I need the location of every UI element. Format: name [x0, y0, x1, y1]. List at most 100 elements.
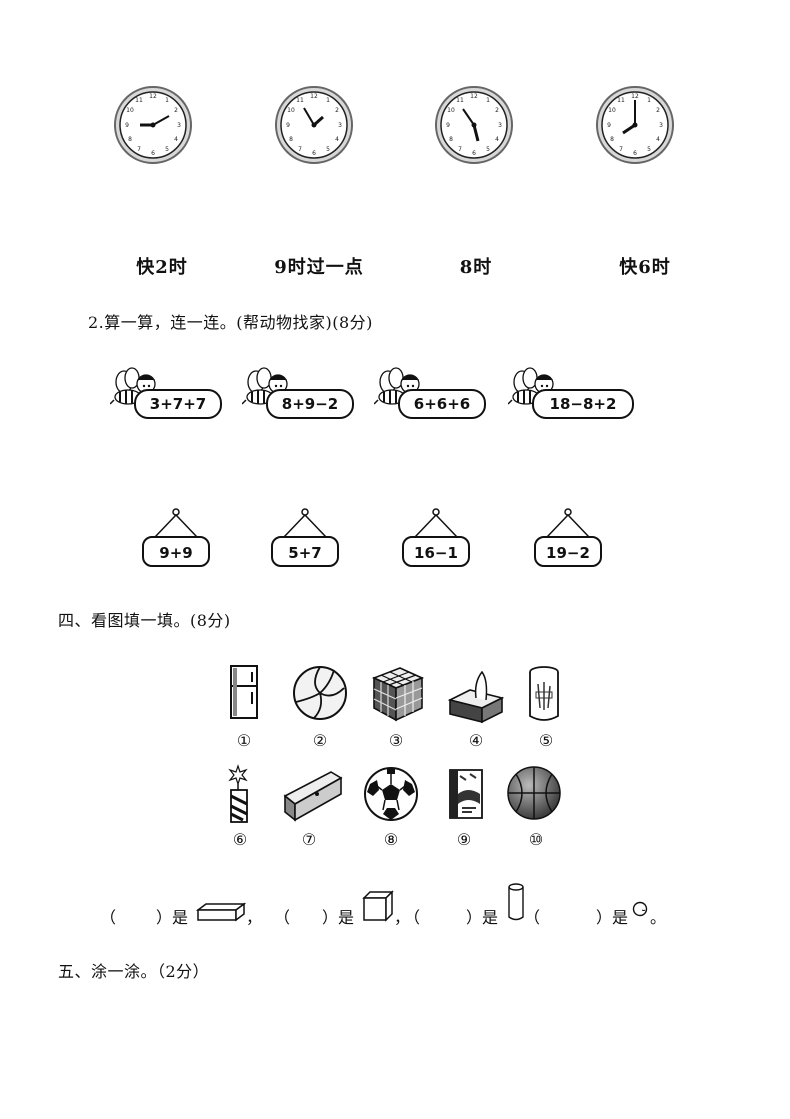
svg-text:12: 12 — [470, 93, 478, 100]
cylinder-shape-icon — [506, 882, 526, 926]
house-expression: 19−2 — [546, 544, 590, 562]
blank-2[interactable]: （ ）是 — [274, 904, 354, 928]
object-number-2: ② — [312, 731, 328, 750]
svg-text:7: 7 — [458, 146, 462, 153]
svg-text:2: 2 — [335, 107, 339, 114]
svg-text:11: 11 — [135, 97, 143, 104]
volleyball-icon — [290, 664, 350, 724]
blank-1-open: （ — [100, 908, 117, 927]
svg-text:6: 6 — [312, 150, 316, 157]
svg-text:5: 5 — [647, 146, 651, 153]
svg-text:10: 10 — [608, 107, 616, 114]
house-card-2[interactable]: 5+7 — [270, 506, 340, 576]
svg-text:1: 1 — [486, 97, 490, 104]
svg-text:2: 2 — [656, 107, 660, 114]
section-4-title: 四、看图填一填。(8分) — [58, 611, 231, 630]
house-sign-icon — [142, 508, 210, 567]
object-number-1: ① — [236, 731, 252, 750]
rubiks-cube-icon — [366, 664, 426, 724]
blank-3[interactable]: （）是 — [404, 904, 498, 928]
blank-4-open: （ — [524, 908, 541, 927]
object-number-4: ④ — [468, 731, 484, 750]
basketball-icon — [504, 764, 564, 824]
svg-text:4: 4 — [495, 136, 499, 143]
svg-text:6: 6 — [633, 150, 637, 157]
svg-text:3: 3 — [338, 122, 342, 129]
bee-card-3[interactable]: 6+6+6 — [374, 366, 492, 422]
blank-4[interactable]: （ ）是 — [524, 904, 628, 928]
house-expression: 16−1 — [414, 544, 458, 562]
svg-text:2: 2 — [174, 107, 178, 114]
bee-expression: 6+6+6 — [398, 389, 486, 419]
cube-shape-icon — [362, 890, 394, 926]
can-icon — [514, 664, 574, 724]
svg-text:3: 3 — [659, 122, 663, 129]
soccer-ball-icon — [361, 764, 421, 824]
svg-text:7: 7 — [137, 146, 141, 153]
house-expression: 5+7 — [288, 544, 322, 562]
blank-2-close: ）是 — [322, 908, 355, 927]
clock-label-1: 快2时 — [136, 257, 188, 278]
svg-text:11: 11 — [296, 97, 304, 104]
object-number-6: ⑥ — [232, 830, 248, 849]
bee-expression: 8+9−2 — [266, 389, 354, 419]
svg-text:4: 4 — [656, 136, 660, 143]
svg-text:8: 8 — [128, 136, 132, 143]
svg-text:8: 8 — [289, 136, 293, 143]
svg-text:12: 12 — [149, 93, 157, 100]
clock-label-3: 8时 — [459, 257, 493, 278]
pencil-case-icon — [281, 764, 343, 824]
svg-text:8: 8 — [610, 136, 614, 143]
object-number-8: ⑧ — [383, 830, 399, 849]
object-number-5: ⑤ — [538, 731, 554, 750]
fill-end-period: 。 — [650, 908, 667, 927]
blank-1-close: ）是 — [156, 908, 189, 927]
svg-text:7: 7 — [619, 146, 623, 153]
svg-text:9: 9 — [446, 122, 450, 129]
svg-text:9: 9 — [286, 122, 290, 129]
object-number-7: ⑦ — [301, 830, 317, 849]
separator-1: ， — [246, 908, 263, 927]
svg-text:2: 2 — [495, 107, 499, 114]
svg-text:6: 6 — [151, 150, 155, 157]
bee-expression: 3+7+7 — [134, 389, 222, 419]
svg-text:12: 12 — [631, 93, 639, 100]
svg-text:5: 5 — [165, 146, 169, 153]
svg-text:10: 10 — [447, 107, 455, 114]
clock-label-4: 快6时 — [619, 257, 671, 278]
house-sign-icon — [402, 508, 470, 567]
house-card-1[interactable]: 9+9 — [141, 506, 211, 576]
svg-text:5: 5 — [326, 146, 330, 153]
bee-card-2[interactable]: 8+9−2 — [242, 366, 360, 422]
object-number-3: ③ — [388, 731, 404, 750]
house-card-4[interactable]: 19−2 — [533, 506, 603, 576]
svg-text:1: 1 — [647, 97, 651, 104]
section-2-title: 2.算一算，连一连。(帮动物找家)(8分) — [88, 313, 373, 332]
cylinder-box-icon — [436, 764, 496, 824]
svg-text:12: 12 — [310, 93, 318, 100]
bee-card-4[interactable]: 18−8+2 — [508, 366, 634, 422]
svg-text:9: 9 — [125, 122, 129, 129]
firecracker-icon — [210, 764, 270, 824]
svg-text:11: 11 — [617, 97, 625, 104]
section-5-title: 五、涂一涂。（2分） — [58, 962, 210, 981]
separator-2: ， — [394, 908, 411, 927]
svg-text:5: 5 — [486, 146, 490, 153]
clock-label-2: 9时过一点 — [274, 257, 364, 278]
svg-text:1: 1 — [326, 97, 330, 104]
blank-1[interactable]: （ ）是 — [100, 904, 188, 928]
refrigerator-icon — [214, 664, 274, 724]
svg-text:6: 6 — [472, 150, 476, 157]
house-expression: 9+9 — [159, 544, 193, 562]
blank-4-close: ）是 — [596, 908, 629, 927]
bee-card-1[interactable]: 3+7+7 — [110, 366, 228, 422]
house-card-3[interactable]: 16−1 — [401, 506, 471, 576]
blank-2-open: （ — [274, 908, 291, 927]
object-number-9: ⑨ — [456, 830, 472, 849]
svg-text:8: 8 — [449, 136, 453, 143]
house-sign-icon — [534, 508, 602, 567]
svg-text:1: 1 — [165, 97, 169, 104]
